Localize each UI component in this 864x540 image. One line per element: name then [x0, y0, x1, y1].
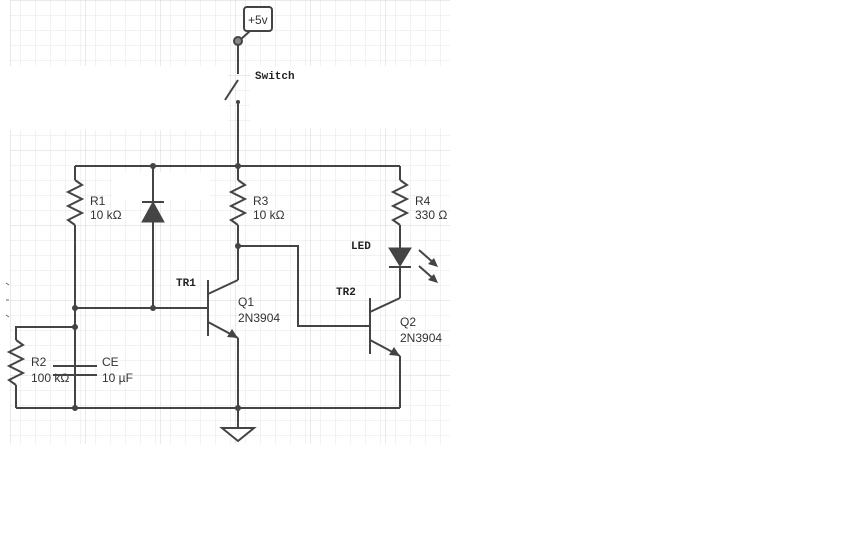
edge-tick: [5, 314, 10, 318]
capacitor-ce: CE 10 µF: [53, 355, 133, 385]
q2-model: 2N3904: [400, 331, 442, 345]
led-label: LED: [351, 241, 371, 253]
led-light-arrow: [428, 258, 438, 267]
junction: [72, 405, 78, 411]
diode: [141, 166, 165, 308]
resistor-r3: R3 10 kΩ: [228, 166, 285, 280]
r3-id: R3: [253, 194, 269, 208]
junction: [72, 305, 78, 311]
q2-id: Q2: [400, 315, 416, 329]
q1-collector-to-q2-base: [238, 245, 370, 327]
supply-terminal: [233, 36, 243, 46]
transistor-q1: TR1 Q1 2N3904: [176, 278, 280, 428]
q1-emitter-arrow: [227, 329, 238, 338]
r2-id: R2: [31, 355, 47, 369]
r4-value: 330 Ω: [415, 208, 447, 222]
r1-id: R1: [90, 194, 106, 208]
q2-tag: TR2: [336, 287, 356, 299]
q1-tag: TR1: [176, 278, 196, 290]
led-light-arrow: [428, 274, 438, 283]
switch: Switch: [224, 45, 295, 166]
junction: [72, 324, 78, 330]
led: LED: [351, 241, 438, 298]
q2-emitter-arrow: [389, 347, 400, 356]
ce-id: CE: [102, 355, 119, 369]
ground-symbol: [219, 427, 257, 443]
supply-label: +5v: [248, 13, 268, 27]
junction: [235, 405, 241, 411]
blank-area-right: [250, 66, 495, 128]
q1-id: Q1: [238, 295, 254, 309]
r2-value: 100 kΩ: [31, 371, 69, 385]
blank-area-mid: [112, 172, 210, 200]
resistor-r4: R4 330 Ω: [390, 166, 447, 248]
edge-tick: [5, 282, 10, 286]
supply-label-box: [243, 6, 273, 32]
transistor-q2: TR2 Q2 2N3904: [336, 287, 442, 408]
r1-value: 10 kΩ: [90, 208, 122, 222]
supply-5v: +5v: [233, 6, 273, 46]
ce-value: 10 µF: [102, 371, 133, 385]
r3-value: 10 kΩ: [253, 208, 285, 222]
r2-top-wire: [15, 326, 75, 340]
junction: [150, 305, 156, 311]
r4-id: R4: [415, 194, 431, 208]
led-triangle: [388, 247, 412, 267]
q1-model: 2N3904: [238, 311, 280, 325]
switch-label: Switch: [255, 71, 295, 83]
resistor-r1: R1 10 kΩ: [65, 166, 122, 408]
blank-area: [0, 66, 228, 130]
